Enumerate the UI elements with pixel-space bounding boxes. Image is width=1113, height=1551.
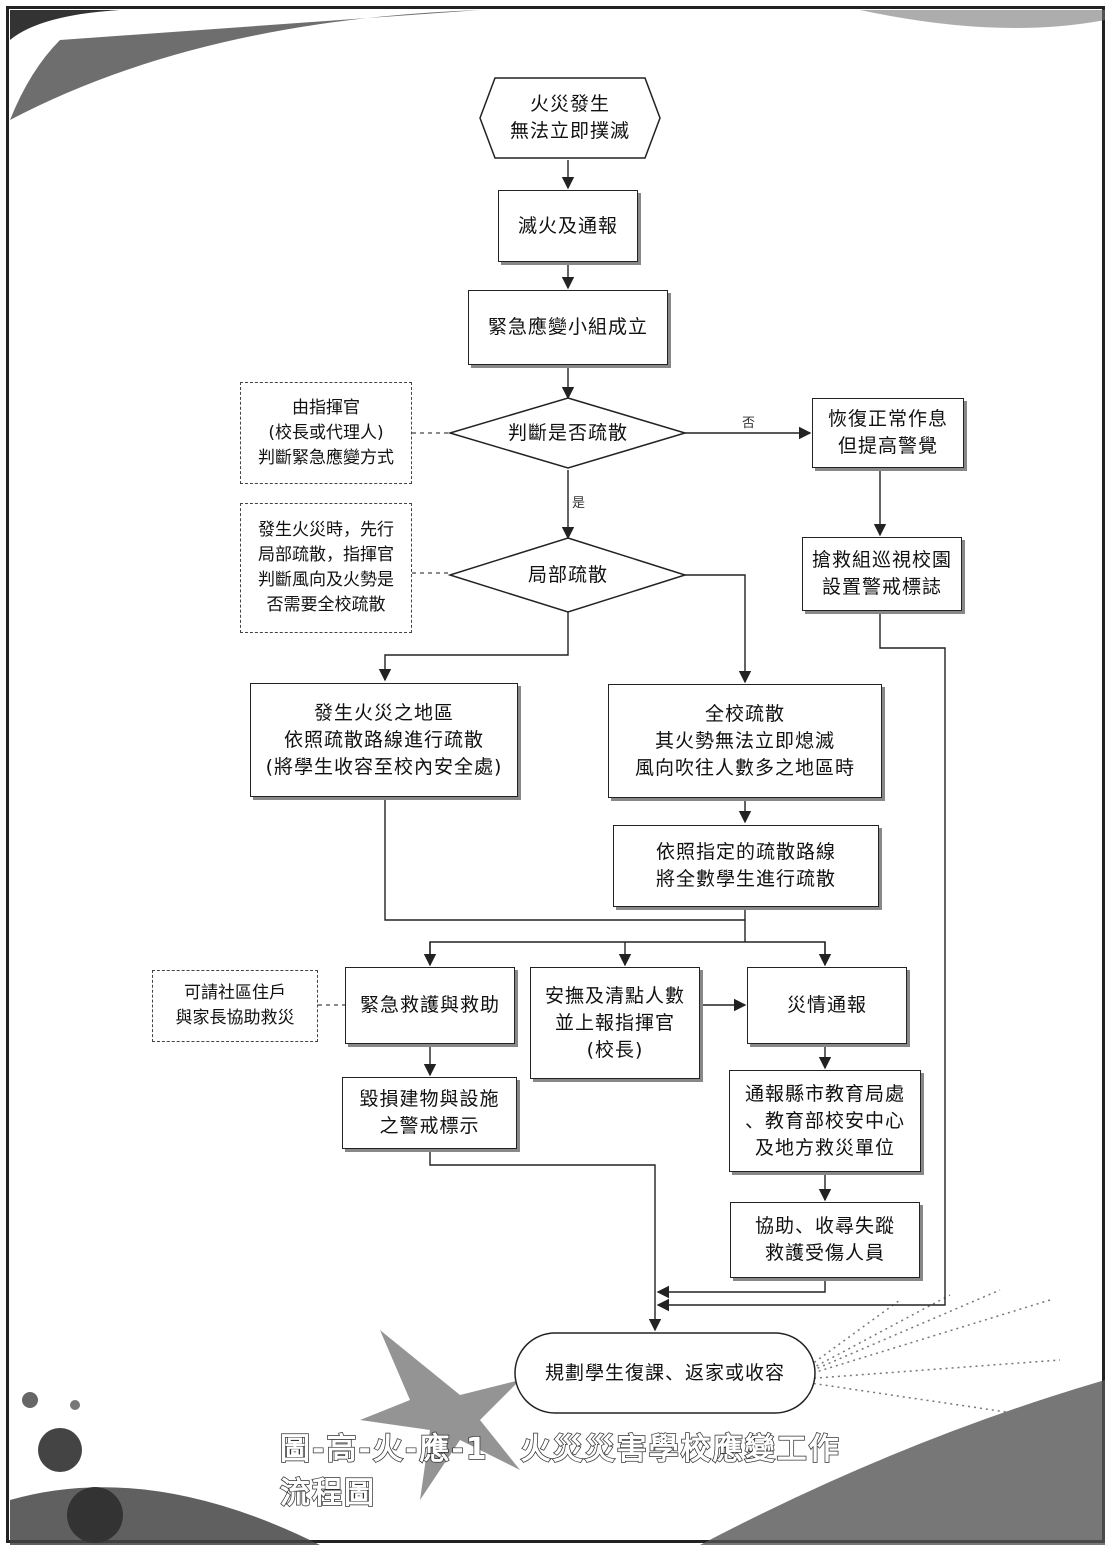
node-end: 規劃學生復課、返家或收容 <box>544 1361 785 1384</box>
node-search-rescue: 協助、收尋失蹤 救護受傷人員 <box>730 1202 920 1278</box>
node-notify-authorities: 通報縣市教育局處 、教育部校安中心 及地方救災單位 <box>729 1070 921 1172</box>
node-patrol-campus: 搶救組巡視校園 設置警戒標誌 <box>802 537 962 611</box>
node-start: 火災發生 無法立即撲滅 <box>509 93 630 142</box>
edge-label-no: 否 <box>742 416 756 431</box>
note-commander: 由指揮官 (校長或代理人) 判斷緊急應變方式 <box>240 382 412 484</box>
node-headcount: 安撫及清點人數 並上報指揮官 (校長) <box>530 967 700 1079</box>
decision-evacuate: 判斷是否疏散 <box>507 421 628 444</box>
node-damage-warning: 毀損建物與設施 之警戒標示 <box>342 1077 517 1149</box>
figure-caption: 圖-高-火-應-1 火災災害學校應變工作流程圖 <box>279 1431 841 1512</box>
node-local-evacuation: 發生火災之地區 依照疏散路線進行疏散 (將學生收容至校內安全處) <box>250 683 518 797</box>
page-frame <box>6 6 1105 1543</box>
decision-partial-evacuation: 局部疏散 <box>527 563 608 586</box>
edge-label-yes: 是 <box>572 496 586 511</box>
node-extinguish-report: 滅火及通報 <box>498 190 638 262</box>
node-school-evacuation: 全校疏散 其火勢無法立即熄滅 風向吹往人數多之地區時 <box>608 684 882 798</box>
node-rescue: 緊急救護與救助 <box>345 967 515 1044</box>
node-restore-normal: 恢復正常作息 但提高警覺 <box>812 398 964 468</box>
node-route-evacuation: 依照指定的疏散路線 將全數學生進行疏散 <box>613 825 879 907</box>
node-emergency-team: 緊急應變小組成立 <box>468 290 668 365</box>
note-community-help: 可請社區住戶 與家長協助救災 <box>152 970 318 1042</box>
note-partial-evacuation: 發生火災時，先行 局部疏散，指揮官 判斷風向及火勢是 否需要全校疏散 <box>240 503 412 633</box>
node-disaster-report: 災情通報 <box>747 967 907 1044</box>
